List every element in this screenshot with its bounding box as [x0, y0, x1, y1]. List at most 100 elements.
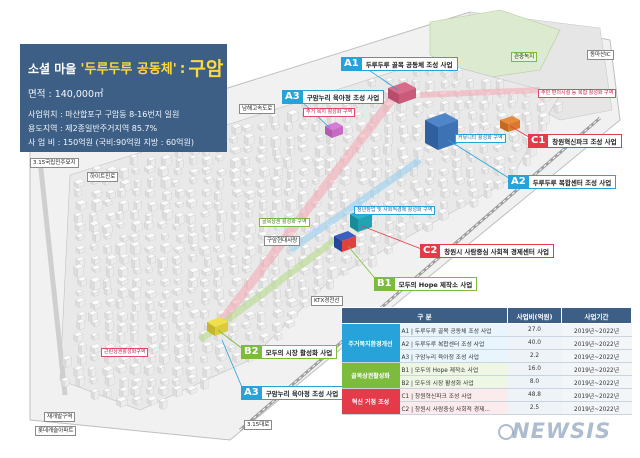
building-block	[202, 233, 212, 243]
building-block	[176, 321, 187, 331]
building-block	[272, 288, 281, 300]
building-block	[385, 157, 394, 167]
building-block	[509, 165, 518, 176]
building-block	[412, 132, 422, 142]
building-block	[493, 143, 504, 153]
building-block	[423, 99, 434, 109]
newsis-logo-icon	[498, 424, 514, 440]
building-block	[270, 121, 280, 131]
building-block	[232, 351, 243, 363]
building-block	[105, 297, 117, 307]
building-block	[368, 243, 378, 257]
building-block	[145, 232, 157, 242]
zone-neighborhood-market: 근린상권활성화구역	[101, 348, 149, 357]
building-block	[214, 201, 222, 211]
building-block	[287, 145, 296, 157]
building-block	[354, 232, 367, 243]
building-block	[145, 321, 156, 332]
building-block	[284, 288, 293, 299]
table-item: B2 | 모두의 시장 활성화 사업	[399, 375, 508, 389]
building-block	[521, 100, 530, 110]
building-block	[185, 197, 198, 209]
building-block	[157, 364, 166, 375]
building-block	[172, 310, 183, 325]
building-block	[479, 143, 488, 155]
building-block	[245, 209, 254, 219]
building-block	[325, 156, 337, 170]
building-block	[132, 266, 142, 275]
building-block	[524, 121, 534, 134]
building-block	[118, 199, 129, 214]
building-block	[199, 244, 211, 257]
building-block	[131, 167, 140, 175]
building-block	[130, 385, 141, 397]
table-period: 2019년~2022년	[561, 375, 632, 389]
callout-code: B1	[374, 277, 395, 291]
building-block	[185, 299, 195, 308]
table-header-row: 구 분 사업비(억원) 사업기간	[340, 307, 633, 324]
building-block	[231, 210, 242, 223]
building-block	[78, 342, 87, 355]
building-block	[160, 308, 170, 320]
building-block	[283, 318, 296, 329]
building-block	[229, 230, 241, 242]
building-block	[157, 165, 169, 178]
building-block	[146, 331, 159, 344]
building-block	[160, 241, 172, 254]
building-block	[355, 241, 367, 256]
building-block	[286, 309, 299, 320]
building-block	[185, 188, 196, 199]
callout-label: 구암누리 육아정 조성 사업	[302, 90, 385, 104]
building-block	[313, 274, 324, 286]
building-block	[285, 197, 297, 212]
building-block	[245, 222, 257, 236]
callout-code: C1	[528, 134, 549, 148]
building-block	[173, 298, 184, 312]
label-namhae-highway: 남해고속도로	[239, 104, 276, 114]
building-block	[312, 286, 321, 294]
building-block	[117, 286, 129, 299]
building-block	[343, 134, 354, 144]
building-block	[385, 188, 395, 202]
building-block	[244, 189, 256, 200]
table-item: A1 | 두루두루 골목 공동체 조성 사업	[399, 323, 508, 337]
leader-b2	[217, 329, 245, 351]
building-block	[132, 187, 142, 197]
callout-code: B2	[241, 345, 262, 359]
building-block	[341, 254, 352, 264]
building-block	[312, 263, 325, 276]
building-block	[103, 286, 112, 296]
building-block	[273, 154, 283, 164]
building-block	[131, 219, 143, 233]
building-block	[357, 156, 368, 166]
building-block	[77, 353, 87, 366]
building-block	[89, 242, 98, 251]
building-block	[143, 363, 155, 377]
building-block	[229, 145, 242, 155]
building-block	[201, 187, 212, 198]
building-block	[105, 254, 118, 266]
building-block	[273, 298, 283, 308]
building-block	[327, 143, 336, 156]
building-block	[73, 212, 83, 225]
building-block	[158, 398, 168, 410]
building-block	[117, 265, 129, 279]
building-block	[158, 299, 168, 308]
building-block	[481, 78, 492, 92]
building-block	[130, 330, 139, 343]
building-block	[538, 120, 547, 132]
building-block	[103, 244, 112, 255]
building-block	[272, 308, 284, 319]
building-block	[479, 121, 491, 131]
building-block	[117, 321, 128, 335]
building-block	[384, 245, 393, 255]
building-block	[185, 212, 196, 225]
building-block	[146, 395, 158, 406]
building-block	[173, 167, 182, 176]
building-block	[129, 232, 140, 243]
building-block	[175, 187, 186, 199]
building-block	[73, 263, 84, 278]
